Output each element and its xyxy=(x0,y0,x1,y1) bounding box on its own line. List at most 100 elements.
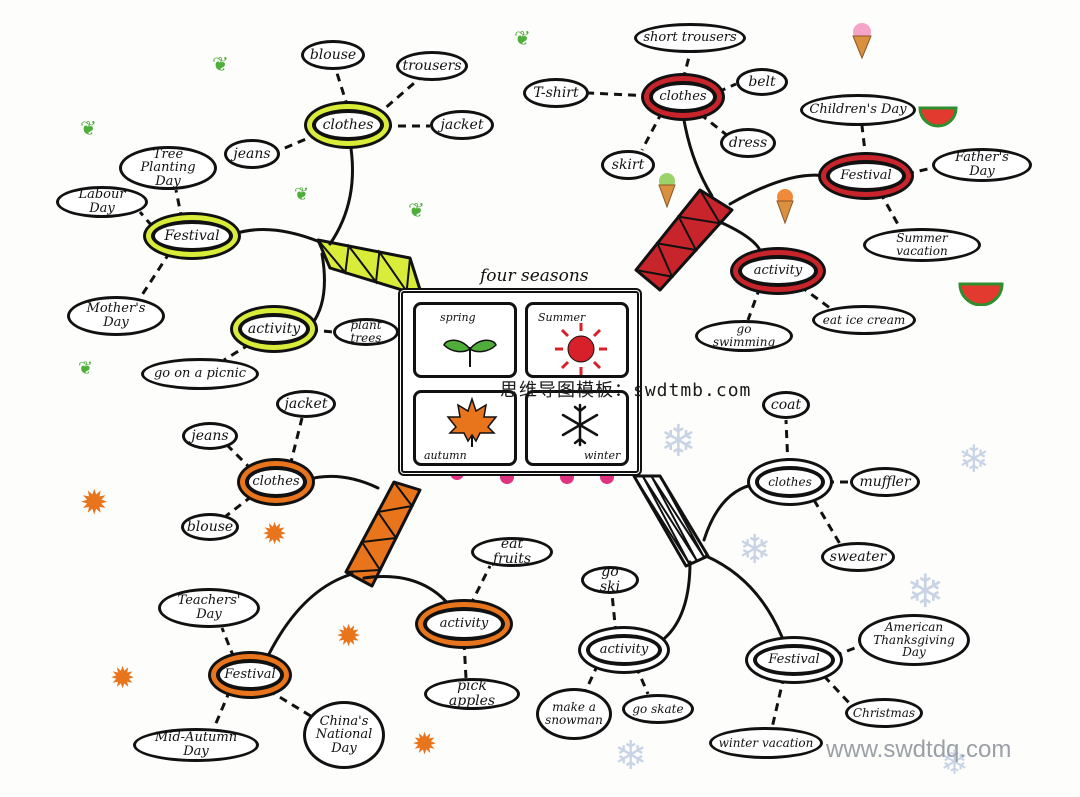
leaf-connector xyxy=(588,91,651,98)
branch-band xyxy=(634,188,734,292)
leaf-connector xyxy=(784,419,790,467)
branch-line xyxy=(704,554,786,644)
winter-quadrant-label: winter xyxy=(584,449,621,462)
summer-short-trousers-node[interactable]: short trousers xyxy=(634,23,746,53)
summer-tshirt-node[interactable]: T-shirt xyxy=(523,78,589,108)
autumn-jeans-node[interactable]: jeans xyxy=(182,422,238,450)
leaf-connector xyxy=(279,132,319,152)
spring-jeans-node[interactable]: jeans xyxy=(224,139,280,169)
leaf-connector xyxy=(860,125,868,161)
maple-leaf-icon: ✹ xyxy=(110,661,136,696)
summer-festival-node[interactable]: Festival xyxy=(826,160,906,192)
snowflake-icon: ❄ xyxy=(738,527,772,573)
leaf-connector xyxy=(288,417,304,467)
sprout-icon: ❦ xyxy=(212,52,229,76)
spring-mothers-day-node[interactable]: Mother's Day xyxy=(67,296,165,336)
summer-eat-ice-cream-node[interactable]: eat ice cream xyxy=(812,305,916,335)
spring-quadrant: spring xyxy=(413,302,517,378)
leaf-connector xyxy=(746,286,762,321)
winter-make-a-snowman-node[interactable]: make a snowman xyxy=(536,688,612,740)
autumn-national-day-node[interactable]: China's National Day xyxy=(303,701,385,769)
leaf-connector xyxy=(770,675,786,729)
ice-cream-icon xyxy=(848,20,876,63)
leaf-connector xyxy=(822,674,854,708)
leaf-connector xyxy=(610,593,618,635)
ice-cream-icon xyxy=(654,170,680,213)
maple-leaf-icon xyxy=(446,397,498,447)
spring-plant-trees-node[interactable]: plant trees xyxy=(333,318,399,346)
winter-vacation-node[interactable]: winter vacation xyxy=(709,727,823,759)
winter-activity-node[interactable]: activity xyxy=(586,634,662,666)
watermark-url: www.swdtdq.com xyxy=(826,736,1012,763)
winter-christmas-node[interactable]: Christmas xyxy=(845,698,923,728)
spring-blouse-node[interactable]: blouse xyxy=(301,40,365,70)
snowflake-icon: ❄ xyxy=(614,733,648,779)
summer-dress-node[interactable]: dress xyxy=(720,128,776,158)
winter-coat-node[interactable]: coat xyxy=(762,391,810,419)
autumn-quadrant: autumn xyxy=(413,390,517,466)
branch-line xyxy=(681,112,714,198)
spring-tree-planting-day-node[interactable]: Tree Planting Day xyxy=(119,146,217,190)
leaf-connector xyxy=(267,688,315,720)
spring-festival-node[interactable]: Festival xyxy=(151,220,233,252)
autumn-quadrant-label: autumn xyxy=(424,449,467,462)
winter-go-ski-node[interactable]: go ski xyxy=(581,565,639,594)
leaf-connector xyxy=(640,111,664,151)
leaf-connector xyxy=(468,565,492,607)
winter-thanksgiving-node[interactable]: American Thanksgiving Day xyxy=(858,614,970,666)
summer-quadrant-label: Summer xyxy=(538,311,586,324)
summer-go-swimming-node[interactable]: go swimming xyxy=(695,320,793,352)
spring-jacket-node[interactable]: jacket xyxy=(430,110,494,140)
center-topic-title: four seasons xyxy=(480,266,589,286)
autumn-blouse-node[interactable]: blouse xyxy=(181,513,239,541)
autumn-festival-node[interactable]: Festival xyxy=(216,659,284,691)
autumn-mid-autumn-day-node[interactable]: Mid-Autumn Day xyxy=(133,728,259,762)
leaf-connector xyxy=(138,211,154,227)
leaf-connector xyxy=(905,166,933,176)
autumn-activity-node[interactable]: activity xyxy=(423,607,505,641)
autumn-jacket-node[interactable]: jacket xyxy=(276,390,336,418)
winter-festival-node[interactable]: Festival xyxy=(753,644,835,676)
spring-activity-node[interactable]: activity xyxy=(238,313,310,345)
summer-childrens-day-node[interactable]: Children's Day xyxy=(800,94,916,126)
branch-line xyxy=(328,140,354,246)
summer-skirt-node[interactable]: skirt xyxy=(601,150,655,180)
winter-clothes-node[interactable]: clothes xyxy=(755,466,825,498)
leaf-connector xyxy=(226,444,254,472)
summer-belt-node[interactable]: belt xyxy=(736,68,788,96)
sun-icon xyxy=(555,323,607,375)
winter-muffler-node[interactable]: muffler xyxy=(850,467,920,497)
leaf-connector xyxy=(878,191,902,229)
watermark-text: 思维导图模板：swdtmb.com xyxy=(500,380,752,401)
winter-go-skate-node[interactable]: go skate xyxy=(622,694,694,724)
leaf-connector xyxy=(717,82,737,94)
leaf-connector xyxy=(334,69,350,109)
leaf-connector xyxy=(212,689,232,729)
leaf-connector xyxy=(223,342,251,362)
autumn-eat-fruits-node[interactable]: eat fruits xyxy=(471,537,553,567)
sprout-icon: ❦ xyxy=(294,184,310,205)
summer-quadrant: Summer xyxy=(525,302,629,378)
leaf-connector xyxy=(220,627,236,659)
branch-line xyxy=(304,474,380,490)
autumn-teachers-day-node[interactable]: Teachers' Day xyxy=(158,588,260,628)
spring-trousers-node[interactable]: trousers xyxy=(396,51,468,81)
summer-vacation-node[interactable]: Summer vacation xyxy=(863,228,981,262)
spring-picnic-node[interactable]: go on a picnic xyxy=(141,358,259,390)
branch-line xyxy=(718,220,764,258)
branch-band-pattern xyxy=(345,481,414,573)
spring-clothes-node[interactable]: clothes xyxy=(312,109,384,141)
autumn-clothes-node[interactable]: clothes xyxy=(245,466,307,498)
summer-fathers-day-node[interactable]: Father's Day xyxy=(932,148,1032,182)
winter-sweater-node[interactable]: sweater xyxy=(821,542,895,572)
autumn-pick-apples-node[interactable]: pick apples xyxy=(424,678,520,710)
spring-labour-day-node[interactable]: Labour Day xyxy=(56,186,148,218)
branch-line xyxy=(362,575,452,608)
sprout-icon: ❦ xyxy=(408,198,425,222)
summer-activity-node[interactable]: activity xyxy=(738,255,818,287)
leaf-connector xyxy=(375,76,421,118)
snowflake-icon: ❄ xyxy=(660,416,697,467)
summer-clothes-node[interactable]: clothes xyxy=(649,81,717,113)
leaf-connector xyxy=(799,284,831,310)
